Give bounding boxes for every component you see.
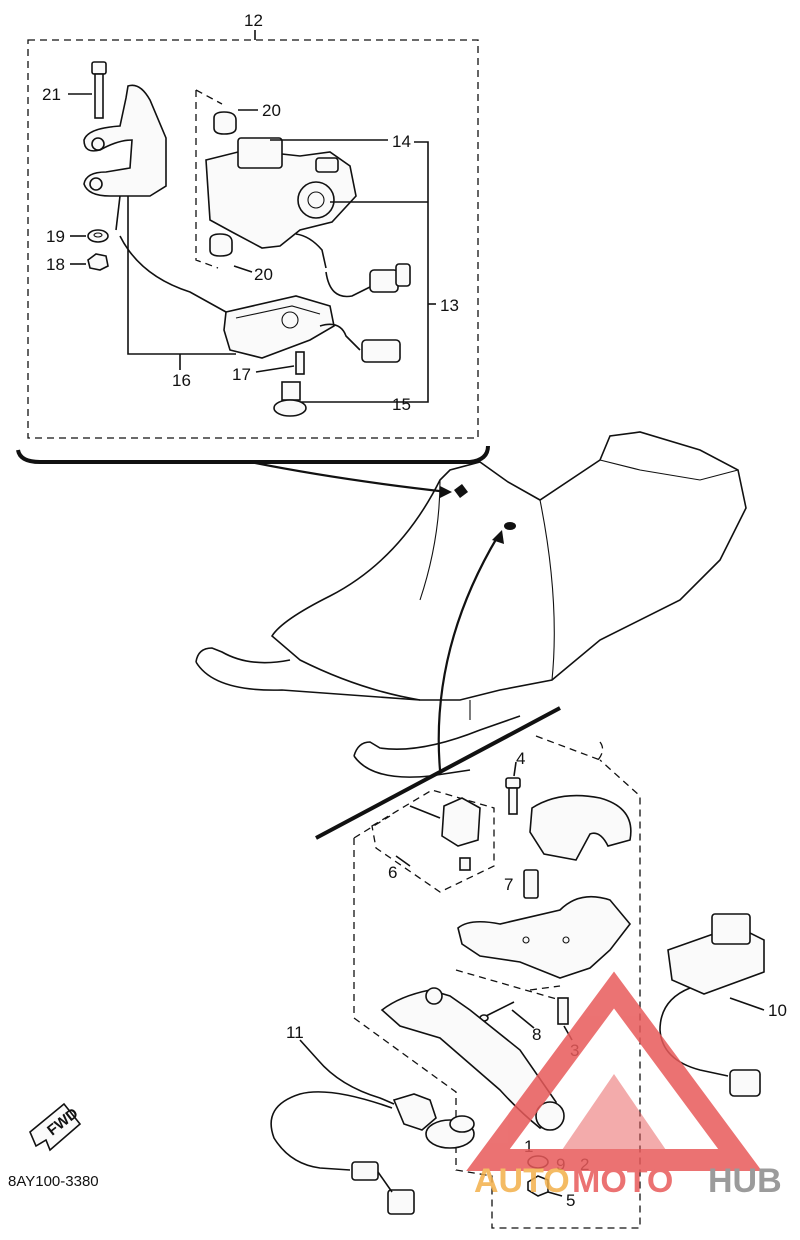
mounting-bracket <box>83 84 167 231</box>
callout-13: 13 <box>440 296 459 315</box>
watermark-text-auto: AUTO <box>474 1162 570 1200</box>
callout-16: 16 <box>172 371 191 390</box>
grommet-20-top: 20 <box>213 101 281 135</box>
grommet-20-bottom: 20 <box>209 233 273 284</box>
relay-10: 10 <box>659 913 787 1097</box>
brake-lever <box>380 987 565 1131</box>
snowmobile-outline <box>195 431 747 778</box>
lever-cover <box>529 794 632 861</box>
kill-switch-6: 6 <box>371 789 495 893</box>
lever-holder <box>455 895 632 1001</box>
callout-21: 21 <box>42 85 61 104</box>
watermark-text-moto: MOTO <box>572 1162 673 1200</box>
callout-1: 1 <box>524 1137 533 1156</box>
throttle-switch-unit <box>205 137 411 298</box>
bolt-4: 4 <box>505 749 525 815</box>
fwd-arrow-icon: FWD <box>29 1102 82 1152</box>
callout-14: 14 <box>392 132 411 151</box>
callout-11: 11 <box>286 1023 304 1042</box>
leader-14-13: 14 13 <box>270 132 459 403</box>
callout-20-bottom: 20 <box>254 265 273 284</box>
callout-5: 5 <box>566 1191 575 1210</box>
callout-6: 6 <box>388 863 397 882</box>
watermark-text-hub: HUB <box>708 1162 782 1200</box>
brake-switch-11: 11 <box>270 1023 475 1215</box>
callout-17: 17 <box>232 365 251 384</box>
callout-8: 8 <box>532 1025 541 1044</box>
lower-detail-box <box>315 706 641 1229</box>
switch-housing-16: 16 <box>119 196 401 390</box>
callout-12: 12 <box>244 11 263 30</box>
callout-10: 10 <box>768 1001 787 1020</box>
callout-7: 7 <box>504 875 513 894</box>
collar-7: 7 <box>504 869 539 899</box>
nut-18: 18 <box>46 253 109 274</box>
bolt-21: 21 <box>42 61 107 119</box>
callout-15: 15 <box>392 395 411 414</box>
callout-19: 19 <box>46 227 65 246</box>
callout-20-top: 20 <box>262 101 281 120</box>
callout-18: 18 <box>46 255 65 274</box>
washer-19: 19 <box>46 227 109 246</box>
bolt-15: 15 <box>273 381 411 417</box>
screw-17: 17 <box>232 351 305 384</box>
callout-4: 4 <box>516 749 525 768</box>
watermark-logo: AUTO MOTO HUB <box>466 971 782 1200</box>
part-code: 8AY100-3380 <box>8 1173 99 1190</box>
